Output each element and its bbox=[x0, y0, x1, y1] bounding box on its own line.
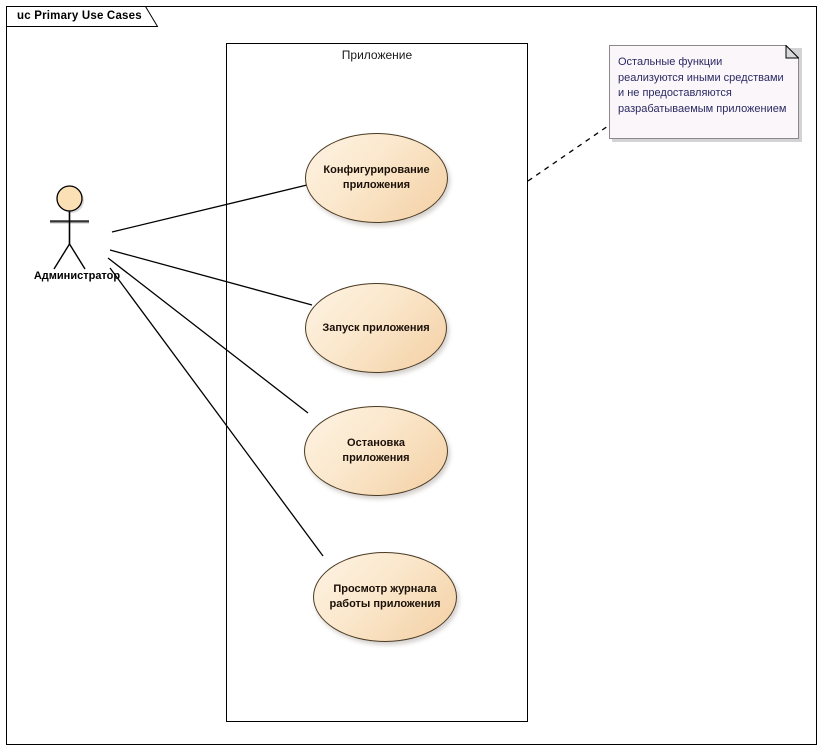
use-case-start-line1: Запуск приложения bbox=[322, 321, 430, 334]
use-case-configure-line1: Конфигурирование bbox=[323, 164, 430, 177]
note-shape bbox=[609, 45, 799, 139]
use-case-view-log[interactable]: Просмотр журнала работы приложения bbox=[313, 552, 457, 642]
use-case-view-log-line2: работы приложения bbox=[329, 598, 441, 610]
use-case-view-log-line1: Просмотр журнала bbox=[333, 583, 437, 596]
use-case-stop[interactable]: Остановка приложения bbox=[304, 406, 448, 496]
title-tab-shape bbox=[6, 6, 158, 27]
note-text: Остальные функции реализуются иными сред… bbox=[618, 56, 787, 115]
use-case-configure-line2: приложения bbox=[342, 179, 411, 191]
actor-stick-figure-icon bbox=[50, 185, 89, 270]
actor-administrator[interactable]: Администратор bbox=[22, 182, 132, 287]
use-case-configure[interactable]: Конфигурирование приложения bbox=[305, 133, 448, 223]
use-case-stop-line2: приложения bbox=[342, 452, 410, 464]
system-boundary-label: Приложение bbox=[341, 48, 413, 62]
diagram-title-tab: uc Primary Use Cases bbox=[6, 6, 158, 27]
diagram-title: uc Primary Use Cases bbox=[17, 10, 142, 22]
actor-administrator-label: Администратор bbox=[33, 270, 121, 282]
use-case-start-label: Запуск приложения bbox=[310, 321, 441, 336]
use-case-start[interactable]: Запуск приложения bbox=[305, 283, 447, 373]
use-case-stop-line1: Остановка bbox=[347, 437, 405, 450]
use-case-view-log-label: Просмотр журнала работы приложения bbox=[317, 582, 452, 611]
use-case-configure-label: Конфигурирование приложения bbox=[311, 163, 441, 192]
note-box[interactable]: Остальные функции реализуются иными сред… bbox=[609, 45, 802, 142]
use-case-stop-label: Остановка приложения bbox=[330, 436, 421, 465]
